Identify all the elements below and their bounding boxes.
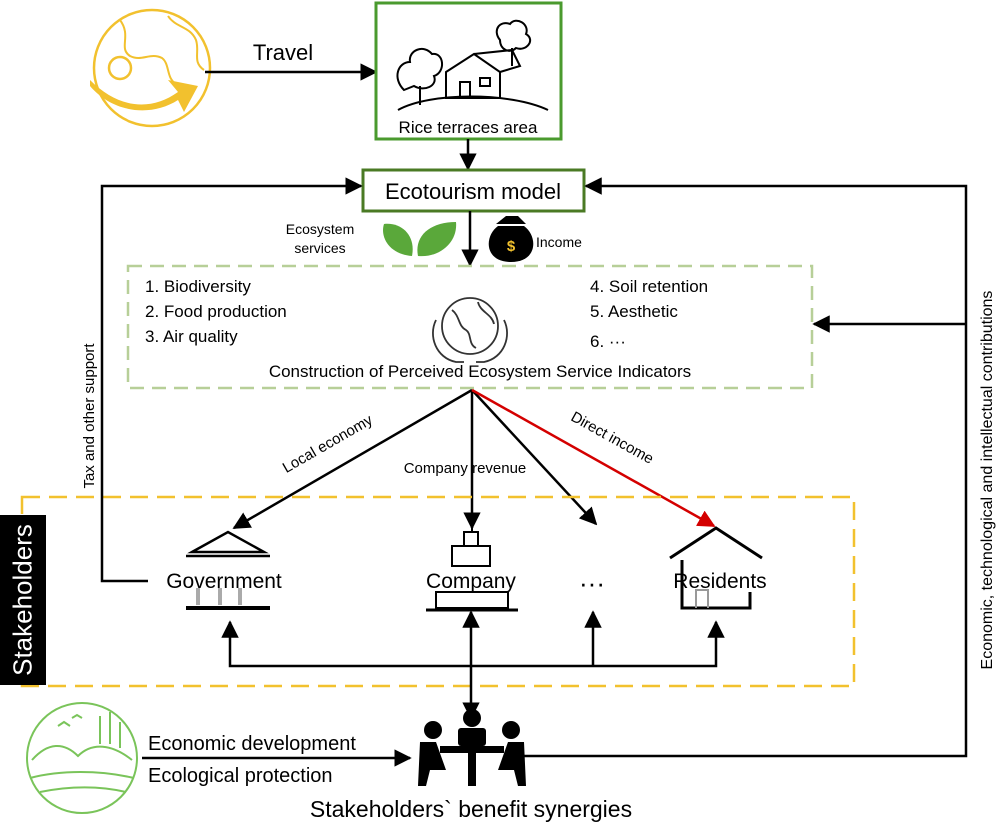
ecosystem-services-label-2: services	[294, 240, 345, 256]
dollar-sign-icon: $	[507, 238, 516, 255]
rice-terraces-label: Rice terraces area	[399, 118, 538, 137]
stakeholder-connector	[221, 610, 725, 720]
meeting-people-icon	[418, 709, 526, 786]
stakeholders-ellipsis: ···	[579, 568, 605, 598]
money-bag-icon: $	[488, 216, 534, 262]
tax-support-arrow	[100, 177, 363, 583]
leaves-icon	[383, 222, 457, 257]
indicator-soil-retention: 4. Soil retention	[590, 277, 708, 296]
company-building-icon	[426, 522, 518, 612]
synergies-label: Stakeholders` benefit synergies	[310, 796, 632, 822]
residents-label: Residents	[673, 570, 766, 593]
ecotourism-model-box	[361, 168, 586, 213]
globe-travel-icon	[90, 8, 212, 128]
direct-income-arrow	[471, 388, 716, 528]
ecosystem-services-label-1: Ecosystem	[286, 221, 354, 237]
government-building-icon	[186, 530, 270, 610]
contributions-label: Economic, technological and intellectual…	[979, 291, 996, 670]
indicator-biodiversity: 1. Biodiversity	[145, 277, 251, 296]
direct-income-label: Direct income	[568, 408, 656, 467]
ecological-protection-label: Ecological protection	[148, 765, 333, 787]
residents-house-icon	[669, 526, 763, 610]
income-label: Income	[536, 234, 582, 250]
indicator-air-quality: 3. Air quality	[145, 327, 238, 346]
rice-terraces-box	[374, 1, 563, 141]
local-economy-label: Local economy	[280, 411, 376, 476]
company-label: Company	[426, 570, 516, 593]
other-stakeholder-arrow	[471, 389, 598, 526]
company-revenue-label: Company revenue	[404, 460, 527, 477]
indicators-title: Construction of Perceived Ecosystem Serv…	[269, 362, 691, 381]
travel-label: Travel	[253, 40, 313, 65]
ecotourism-model-label: Ecotourism model	[385, 179, 561, 204]
local-economy-arrow	[232, 388, 473, 530]
contributions-arrow	[518, 177, 968, 758]
indicator-more: 6. ···	[590, 332, 626, 351]
indicator-aesthetic: 5. Aesthetic	[590, 302, 678, 321]
economic-development-label: Economic development	[148, 733, 356, 755]
indicator-food-production: 2. Food production	[145, 302, 287, 321]
stakeholders-tag: Stakeholders	[0, 515, 46, 685]
stakeholders-tag-label: Stakeholders	[7, 524, 38, 676]
tax-support-label: Tax and other support	[81, 343, 98, 489]
indicators-box	[126, 264, 814, 390]
earth-hands-icon	[432, 297, 508, 363]
house-landscape-icon	[396, 19, 549, 111]
government-label: Government	[166, 570, 282, 593]
landscape-icon	[26, 702, 138, 814]
